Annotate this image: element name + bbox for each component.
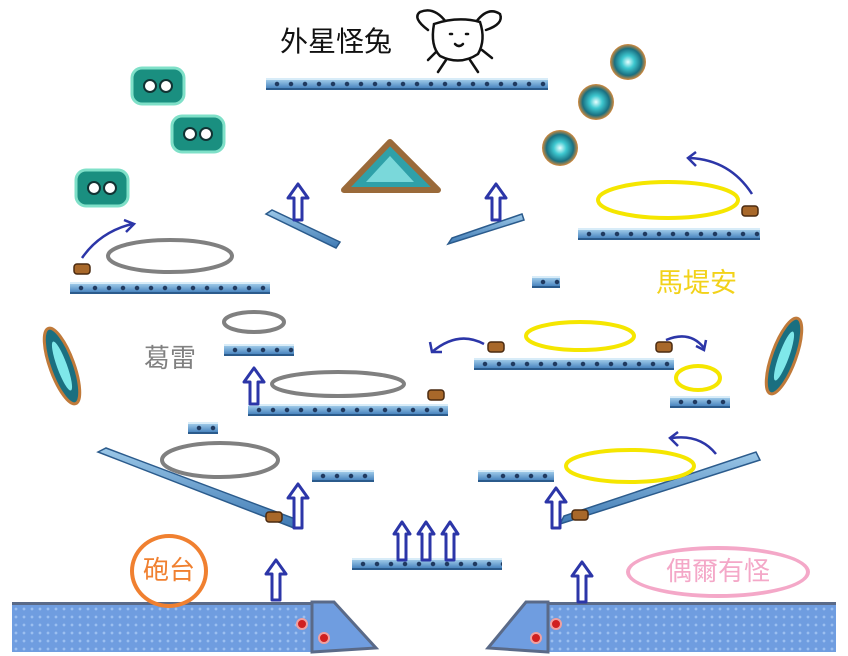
platform-left-low[interactable] <box>312 470 374 482</box>
platform-center-left[interactable] <box>248 404 448 416</box>
label-mushroom-peak: 馬堤安 <box>656 268 737 299</box>
label-cannon: 砲台 <box>130 534 208 608</box>
label-cannon-text: 砲台 <box>142 556 195 586</box>
triangle-crystal <box>341 139 441 193</box>
side-pillar-right <box>764 316 804 396</box>
label-alien-rabbit: 外星怪兔 <box>280 25 393 58</box>
gray-ring <box>270 370 406 398</box>
platform-bottom-center[interactable] <box>352 558 502 570</box>
floor-marker <box>318 632 330 644</box>
slope-upper-right <box>446 213 525 246</box>
up-arrow-icon <box>484 182 508 222</box>
up-arrow-icon <box>392 520 412 562</box>
label-ge-lei: 葛雷 <box>144 344 197 374</box>
up-arrow-icon <box>242 366 266 406</box>
platform-center-small[interactable] <box>532 276 560 288</box>
floor-right <box>548 602 836 652</box>
teal-capsule-icon <box>130 66 186 106</box>
yellow-ring <box>564 448 696 484</box>
platform-right-low[interactable] <box>478 470 554 482</box>
platform-top[interactable] <box>266 78 548 90</box>
curved-arrow-icon <box>431 337 485 353</box>
up-arrow-icon <box>544 486 568 530</box>
up-arrow-icon <box>286 182 310 222</box>
curved-arrow-icon <box>671 436 717 455</box>
gray-ring <box>106 238 234 274</box>
floor-ramp-left <box>310 600 380 654</box>
up-arrow-icon <box>286 482 310 530</box>
rabbit-doodle-icon <box>416 9 502 74</box>
curved-arrow-icon <box>80 222 133 259</box>
teal-capsule-icon <box>170 114 226 154</box>
platform-left-tiny[interactable] <box>188 422 218 434</box>
platform-right-small[interactable] <box>670 396 730 408</box>
label-idol-monster-text: 偶爾有怪 <box>665 557 770 587</box>
triangle-crystal-shine <box>366 156 414 182</box>
slope-upper-left <box>264 209 342 249</box>
yellow-ring <box>524 320 636 352</box>
up-arrow-icon <box>440 520 460 562</box>
teal-orb-icon <box>610 44 646 80</box>
label-idol-monster: 偶爾有怪 <box>626 546 810 598</box>
slope-lower-right <box>558 451 762 526</box>
up-arrow-icon <box>416 520 436 562</box>
curved-arrow-icon <box>665 335 705 349</box>
teal-capsule-icon <box>74 168 130 208</box>
side-pillar-left <box>42 326 82 406</box>
floor-left <box>12 602 312 652</box>
platform-left-upper[interactable] <box>70 282 270 294</box>
gray-ring <box>160 441 280 479</box>
yellow-ring <box>674 364 722 392</box>
teal-orb-icon <box>542 130 578 166</box>
up-arrow-icon <box>570 560 594 604</box>
up-arrow-icon <box>264 558 288 602</box>
gray-ring <box>222 310 286 334</box>
platform-right-upper[interactable] <box>578 228 760 240</box>
floor-ramp-right <box>484 600 550 654</box>
curved-arrow-icon <box>689 156 754 195</box>
yellow-ring <box>596 180 740 220</box>
slope-lower-left <box>96 447 300 529</box>
platform-center-right[interactable] <box>474 358 674 370</box>
platform-left-small[interactable] <box>224 344 294 356</box>
floor-marker <box>530 632 542 644</box>
teal-orb-icon <box>578 84 614 120</box>
